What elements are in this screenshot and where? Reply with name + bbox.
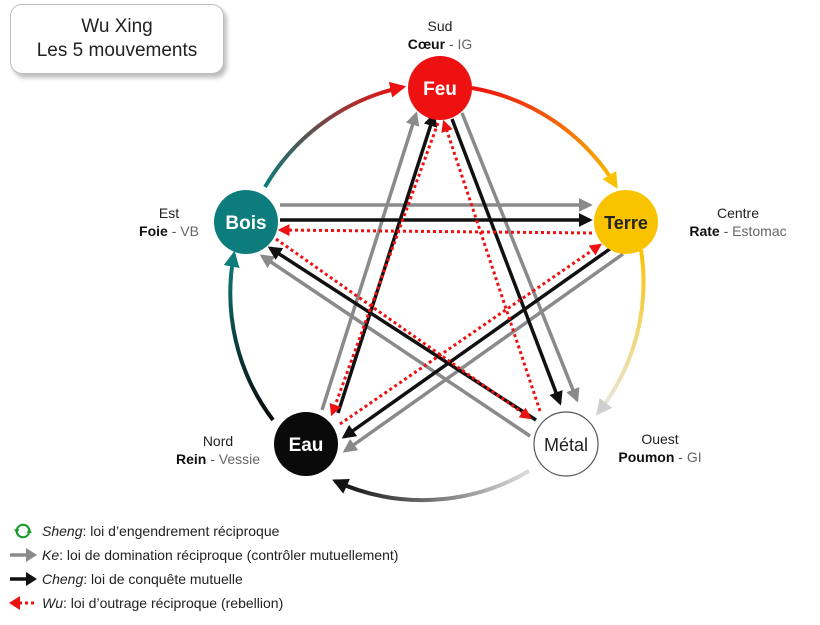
legend-ke-term: Ke	[42, 547, 60, 563]
sheng-arrow-terre-metal	[596, 249, 646, 416]
label-terre-direction: Centre	[716, 205, 760, 221]
title-line-2: Les 5 mouvements	[36, 40, 198, 61]
node-terre: Terre	[594, 190, 658, 254]
legend-sheng-text: : loi d’engendrement réciproque	[82, 523, 280, 539]
node-bois-label: Bois	[225, 213, 266, 234]
wu-arrow-bois-metal	[275, 237, 532, 420]
label-eau: Nord Rein - Vessie	[158, 432, 278, 468]
cheng-arrow-terre-eau	[341, 244, 616, 439]
ke-arrow-eau-feu	[320, 111, 420, 411]
sheng-cycle	[223, 81, 646, 503]
legend-item-ke: Ke: loi de domination réciproque (contrô…	[8, 546, 398, 564]
sheng-arrow-bois-feu	[263, 81, 407, 189]
label-bois: Est Foie - VB	[124, 204, 214, 240]
legend-item-sheng: Sheng: loi d’engendrement réciproque	[8, 522, 279, 540]
label-metal-direction: Ouest	[641, 431, 679, 447]
black-arrow-icon	[10, 572, 37, 586]
ke-arrow-metal-bois	[259, 254, 531, 438]
label-eau-direction: Nord	[202, 433, 234, 449]
label-bois-separator: -	[171, 223, 177, 239]
label-eau-bowel: Vessie	[218, 451, 261, 467]
legend-wu-text: : loi d’outrage réciproque (rebellion)	[63, 595, 284, 611]
ke-arrow-feu-metal	[460, 112, 580, 403]
node-feu-circle	[408, 56, 472, 120]
legend-cheng-term: Cheng	[42, 571, 84, 587]
node-eau-label: Eau	[289, 435, 324, 456]
title-box: Wu Xing Les 5 mouvements	[10, 4, 224, 74]
title-line-1: Wu Xing	[81, 16, 153, 37]
label-bois-direction: Est	[158, 205, 180, 221]
legend-cheng-text: : loi de conquête mutuelle	[83, 571, 243, 587]
label-terre-separator: -	[723, 223, 729, 239]
label-metal-bowel: GI	[686, 449, 702, 465]
node-terre-label: Terre	[604, 213, 648, 233]
node-feu: Feu	[408, 56, 472, 120]
node-bois: Bois	[214, 190, 278, 254]
gray-arrow-icon	[10, 548, 37, 562]
label-bois-bowel: VB	[180, 223, 199, 239]
label-feu-separator: -	[448, 36, 454, 52]
cheng-cycle	[267, 112, 616, 439]
node-terre-circle	[594, 190, 658, 254]
legend-item-cheng: Cheng: loi de conquête mutuelle	[8, 570, 243, 588]
label-metal-organ: Poumon	[618, 449, 675, 465]
ke-cycle	[259, 111, 625, 453]
green-cycle-icon	[14, 523, 32, 539]
node-metal: Métal	[533, 411, 599, 477]
label-terre-bowel: Estomac	[732, 223, 787, 239]
wu-arrow-eau-terre	[339, 243, 602, 426]
wu-arrow-terre-bois	[277, 224, 593, 237]
label-feu-bowel: IG	[457, 36, 473, 52]
wu-arrow-feu-eau	[329, 122, 440, 417]
red-dotted-arrow-icon	[9, 596, 37, 610]
label-metal-separator: -	[678, 449, 683, 465]
sheng-arrow-eau-bois	[223, 250, 275, 422]
wu-arrow-metal-feu	[441, 119, 542, 412]
legend-ke-text: : loi de domination réciproque (contrôle…	[59, 547, 399, 563]
node-eau: Eau	[274, 412, 338, 476]
label-terre: Centre Rate - Estomac	[668, 204, 808, 240]
node-eau-circle	[274, 412, 338, 476]
node-metal-circle	[533, 411, 599, 477]
node-feu-label: Feu	[423, 79, 457, 100]
node-metal-label: Métal	[544, 435, 588, 455]
label-feu: Sud Cœur - IG	[390, 17, 490, 53]
label-terre-organ: Rate	[689, 223, 720, 239]
label-bois-organ: Foie	[139, 223, 168, 239]
node-bois-circle	[214, 190, 278, 254]
legend-wu-term: Wu	[42, 595, 63, 611]
sheng-arrow-metal-eau	[332, 469, 531, 503]
legend-item-wu: Wu: loi d’outrage réciproque (rebellion)	[8, 594, 283, 612]
wu-cycle	[275, 119, 602, 426]
label-eau-separator: -	[210, 451, 215, 467]
label-metal: Ouest Poumon - GI	[600, 430, 720, 466]
label-feu-direction: Sud	[427, 18, 453, 34]
label-eau-organ: Rein	[175, 451, 207, 467]
sheng-arrow-feu-terre	[471, 86, 618, 189]
legend-sheng-term: Sheng	[42, 523, 83, 539]
cheng-arrow-feu-metal	[450, 118, 563, 406]
label-feu-organ: Cœur	[407, 36, 446, 52]
ke-arrow-terre-eau	[342, 252, 625, 453]
